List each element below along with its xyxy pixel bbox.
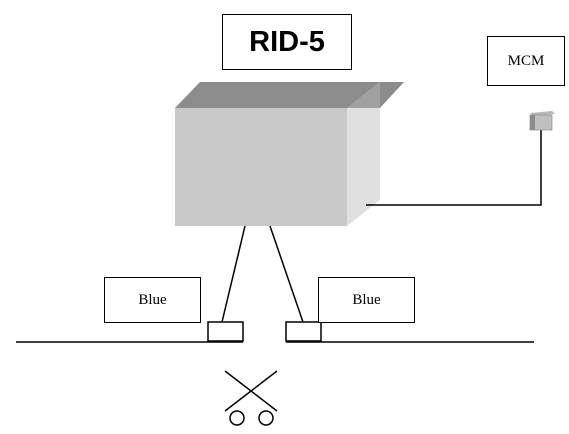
right-tap-label: Blue bbox=[318, 277, 415, 323]
right-tap-connector bbox=[285, 321, 322, 342]
right-tap-line bbox=[269, 225, 304, 323]
mcm-device-icon bbox=[529, 111, 555, 131]
device-side-face bbox=[347, 82, 380, 226]
rid-device-box bbox=[175, 82, 404, 226]
device-top-right-face bbox=[347, 82, 380, 108]
device-front-face bbox=[175, 108, 347, 226]
scissors-icon bbox=[224, 370, 278, 426]
mcm-connection-line bbox=[366, 128, 542, 206]
device-top-face bbox=[175, 82, 404, 108]
left-tap-connector bbox=[207, 321, 244, 342]
left-tap-line bbox=[221, 225, 246, 323]
left-tap-label: Blue bbox=[104, 277, 201, 323]
device-title: RID-5 bbox=[222, 14, 352, 70]
mcm-label: MCM bbox=[487, 36, 565, 86]
